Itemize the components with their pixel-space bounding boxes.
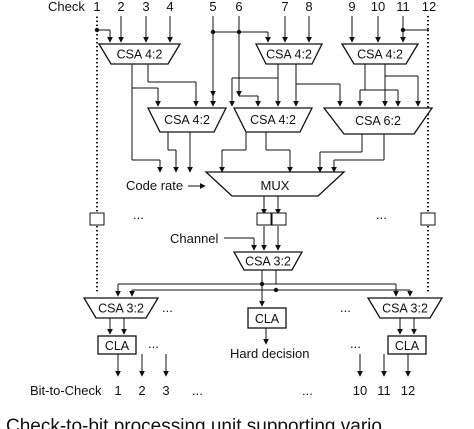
check-input-11: 11 [396,0,410,14]
ellipsis-4: ... [340,300,351,315]
csa42-d-block: CSA 4:2 [146,107,228,133]
hard-decision-label: Hard decision [230,346,310,361]
ellipsis-3: ... [162,300,173,315]
csa42-c-label: CSA 4:2 [357,48,403,62]
ellipsis-8: ... [302,383,313,398]
check-input-1: 1 [93,0,100,14]
ellipsis-7: ... [192,383,203,398]
bit-output-2: 2 [138,383,145,398]
register-box-right [420,212,436,226]
bit-output-12: 12 [401,383,415,398]
code-rate-label: Code rate [126,178,183,193]
cla-mid-label: CLA [255,312,280,326]
bit-output-1: 1 [114,383,121,398]
check-input-6: 6 [235,0,242,14]
csa42-b-block: CSA 4:2 [254,43,324,65]
register-box-mid-right [271,212,287,226]
mux-block: MUX [204,171,346,197]
check-input-3: 3 [142,0,149,14]
check-input-2: 2 [117,0,124,14]
register-box-mid-left [256,212,272,226]
csa42-a-block: CSA 4:2 [97,43,182,65]
csa42-d-label: CSA 4:2 [164,113,210,127]
bit-output-3: 3 [162,383,169,398]
csa32-right-block: CSA 3:2 [366,297,444,319]
ellipsis-5: ... [148,336,159,351]
ellipsis-2: ... [376,207,387,222]
check-input-5: 5 [209,0,216,14]
csa32-left-block: CSA 3:2 [82,297,160,319]
cla-right-label: CLA [395,339,420,353]
bit-output-10: 10 [353,383,367,398]
cla-left-block: CLA [97,335,137,355]
check-input-8: 8 [305,0,312,14]
wiring [94,16,429,377]
csa32-right-label: CSA 3:2 [382,302,428,316]
cla-right-block: CLA [387,335,427,355]
channel-label: Channel [170,231,219,246]
check-input-12: 12 [422,0,436,14]
csa42-c-block: CSA 4:2 [340,43,420,65]
ellipsis-1: ... [133,207,144,222]
csa32-mid-label: CSA 3:2 [245,255,291,269]
csa62-label: CSA 6:2 [355,114,401,128]
figure-caption: Check-to-bit processing unit supporting … [6,416,382,429]
csa42-b-label: CSA 4:2 [266,48,312,62]
cla-mid-block: CLA [247,307,287,329]
csa42-e-block: CSA 4:2 [232,107,314,133]
csa32-left-label: CSA 3:2 [98,302,144,316]
csa42-a-label: CSA 4:2 [117,48,163,62]
csa42-e-label: CSA 4:2 [250,113,296,127]
check-input-10: 10 [371,0,385,14]
check-label: Check [48,0,85,14]
mux-label: MUX [261,178,290,193]
check-input-7: 7 [281,0,288,14]
csa32-mid-block: CSA 3:2 [232,251,304,271]
bit-to-check-label: Bit-to-Check [30,383,102,398]
check-input-4: 4 [166,0,173,14]
register-box-left [89,212,105,226]
check-input-9: 9 [348,0,355,14]
bit-output-11: 11 [377,383,391,398]
ellipsis-6: ... [350,336,361,351]
csa62-block: CSA 6:2 [322,107,434,135]
cla-left-label: CLA [105,339,130,353]
